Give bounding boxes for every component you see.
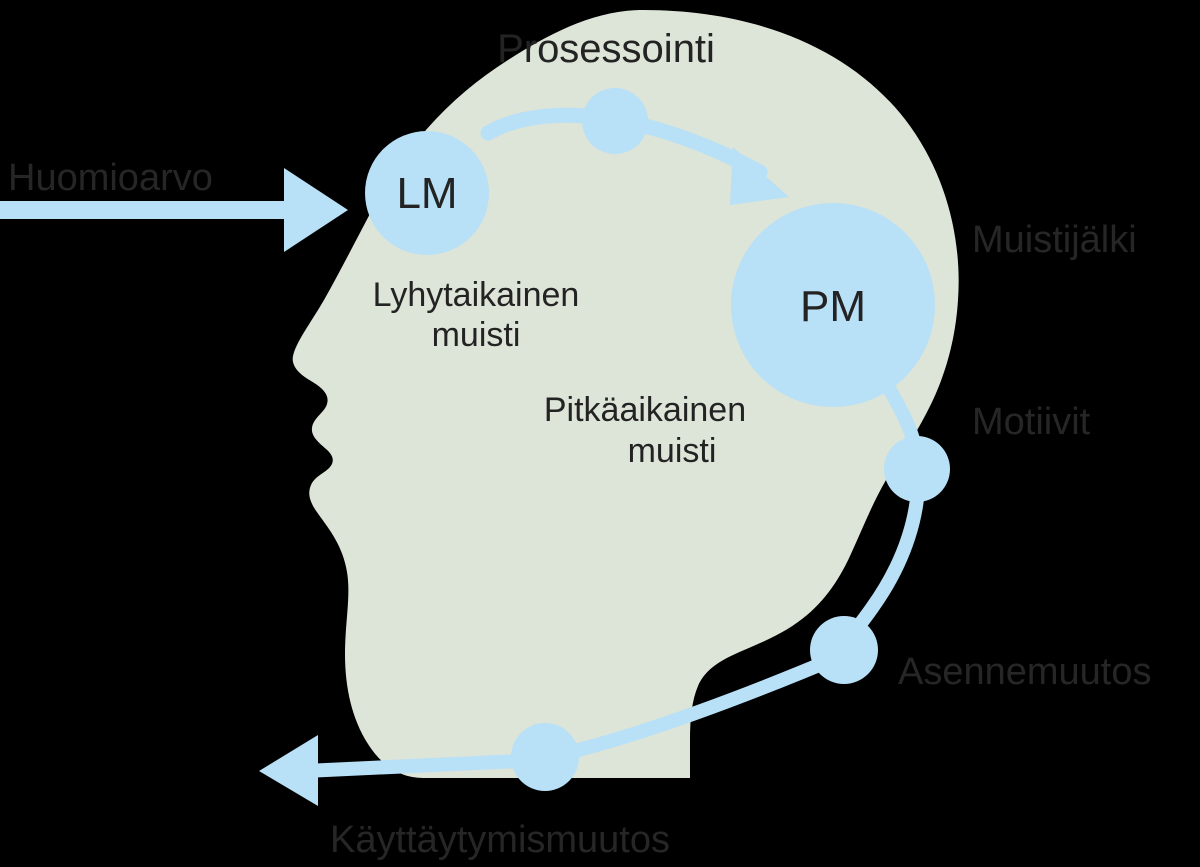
input-arrow-head: [284, 168, 348, 252]
node-motiivit[interactable]: [884, 436, 950, 502]
label-kayttaytymismuutos: Käyttäytymismuutos: [330, 819, 670, 861]
node-lm[interactable]: LM: [365, 131, 489, 255]
node-asennemuutos[interactable]: [810, 616, 878, 684]
motiivit-circle[interactable]: [884, 436, 950, 502]
output-arrow-head: [259, 735, 318, 806]
pm-circle[interactable]: [731, 203, 935, 407]
label-motiivit: Motiivit: [972, 401, 1091, 443]
prosessointi-circle[interactable]: [582, 88, 648, 154]
node-pm[interactable]: PM: [731, 203, 935, 407]
pm-abbr: PM: [800, 282, 866, 331]
label-huomioarvo: Huomioarvo: [8, 157, 213, 199]
node-prosessointi[interactable]: [582, 88, 648, 154]
input-arrow-shaft: [0, 201, 296, 219]
label-pitkaaikainen-line2: muisti: [628, 432, 717, 470]
label-muistijalki: Muistijälki: [972, 219, 1137, 261]
lm-circle[interactable]: [365, 131, 489, 255]
label-asennemuutos: Asennemuutos: [898, 651, 1152, 693]
chain-segment-asenne-to-kaytt: [555, 648, 850, 761]
label-lyhytaikainen-line2: muisti: [432, 316, 521, 354]
lm-abbr: LM: [396, 169, 457, 218]
output-chain-path: [259, 373, 926, 806]
node-kayttaytymismuutos[interactable]: [511, 723, 579, 791]
label-pitkaaikainen-line1: Pitkäaikainen: [544, 391, 746, 429]
input-arrow-huomioarvo: [0, 168, 348, 252]
output-arrow-shaft: [304, 753, 541, 778]
title-prosessointi: Prosessointi: [497, 27, 715, 71]
kayttaytymismuutos-circle[interactable]: [511, 723, 579, 791]
asennemuutos-circle[interactable]: [810, 616, 878, 684]
process-arrow-head: [730, 147, 789, 205]
label-lyhytaikainen-line1: Lyhytaikainen: [373, 276, 580, 314]
